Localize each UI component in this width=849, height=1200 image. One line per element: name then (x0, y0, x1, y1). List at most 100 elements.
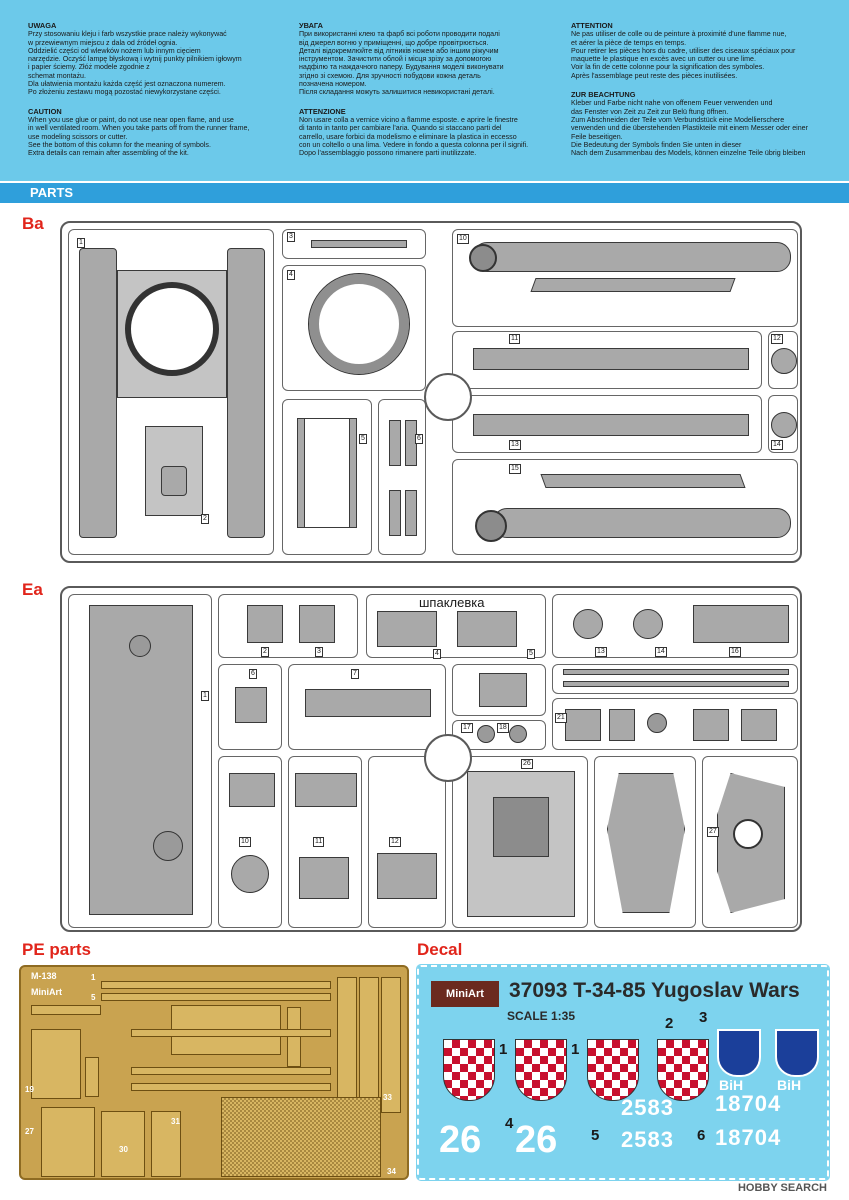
pe-long-strap (381, 977, 401, 1113)
pe-number: 33 (383, 1093, 392, 1102)
sprue-ea-cell-12: 12 (368, 756, 446, 928)
decal-brand-logo: MiniArt (431, 981, 499, 1007)
decal-mark-number: 1 (499, 1041, 508, 1058)
sprocket (469, 244, 497, 272)
turret-number: 26 (515, 1119, 558, 1161)
drum (231, 855, 269, 893)
round-hatch (771, 412, 797, 438)
pe-small-set (101, 1111, 145, 1177)
sprue-ba-cell-6: 6 (378, 399, 426, 555)
pe-number: 30 (119, 1145, 128, 1154)
part-number: 12 (389, 837, 401, 847)
decal-scale: SCALE 1:35 (507, 1009, 576, 1023)
part-number: 4 (287, 270, 295, 280)
rear-hatch (733, 819, 763, 849)
warning-title: ATTENTION (571, 21, 613, 30)
part-strip (297, 418, 305, 528)
pe-long-strap (337, 977, 357, 1113)
decal-mark-number: 5 (591, 1127, 600, 1144)
part-number: 2 (201, 514, 209, 524)
warning-title: UWAGA (28, 21, 57, 30)
part-small (405, 490, 417, 536)
turret-ring-part (308, 273, 410, 375)
part-number: 4 (433, 649, 441, 659)
warnings-column-3: ATTENTION Ne pas utiliser de colle ou de… (571, 21, 829, 168)
plate (377, 853, 437, 899)
track-guard (295, 773, 357, 807)
pe-long-strap (359, 977, 379, 1113)
pe-number: 1 (91, 973, 96, 982)
sprue-hub (424, 373, 472, 421)
part-number: 16 (729, 647, 741, 657)
hull-port (129, 635, 151, 657)
warnings-panel: UWAGA Przy stosowaniu kleju i farb wszys… (0, 0, 849, 181)
decal-label: Decal (417, 940, 463, 959)
part-number: 14 (655, 647, 667, 657)
sprue-ea-cell-16 (452, 664, 546, 716)
sprue-ea-cell-23 (594, 756, 696, 928)
warning-title: ZUR BEACHTUNG (571, 90, 636, 100)
sprue-ea-cell-17-18: 17 18 (452, 720, 546, 750)
croatian-shield-icon (443, 1039, 495, 1101)
pe-small-set (151, 1111, 181, 1177)
box (609, 709, 635, 741)
panel (377, 611, 437, 647)
rod (563, 669, 789, 675)
road-wheel (633, 609, 663, 639)
parts-header: PARTS (0, 183, 849, 203)
pe-strip (131, 1029, 331, 1037)
pe-strip (101, 981, 331, 989)
hatch-frame (479, 673, 527, 707)
sprue-ba-cell-15: 15 (452, 459, 798, 555)
pe-number: 34 (387, 1167, 396, 1176)
pe-code: M-138 (31, 971, 57, 981)
sprue-ba-cell-4: 4 (282, 265, 426, 391)
sprocket (475, 510, 507, 542)
fender-rail (493, 508, 791, 538)
sprue-ea-cell-hull-bottom: 1 (68, 594, 212, 928)
warning-text: Kleber und Farbe nicht nahe von offenem … (571, 99, 808, 158)
part-small (389, 490, 401, 536)
croatian-shield-icon (587, 1039, 639, 1101)
pe-grille (85, 1057, 99, 1097)
sprue-ba-cell-12: 12 (768, 331, 798, 389)
decal-title: 37093 T-34-85 Yugoslav Wars (509, 979, 800, 1002)
sprue-ea-cell-19-20 (552, 664, 798, 694)
pe-fret: M-138 MiniArt 1 5 19 27 30 31 33 34 (19, 965, 409, 1180)
warning-text: При використанні клею та фарб всі роботи… (299, 30, 504, 97)
sprue-ba-cell-13: 13 (452, 395, 762, 453)
part-number: 27 (707, 827, 719, 837)
part-number: 11 (509, 334, 521, 344)
panel (247, 605, 283, 643)
sprue-ba-cell-5: 5 (282, 399, 372, 555)
hull-side-right (227, 248, 265, 538)
plate (299, 857, 349, 899)
transmission-cover (305, 689, 431, 717)
pe-strip (131, 1083, 331, 1091)
registration-number: 18704 (715, 1091, 782, 1116)
part-number: 3 (315, 647, 323, 657)
rod (563, 681, 789, 687)
bih-text: BiH (719, 1077, 744, 1093)
turret-plate (607, 773, 685, 913)
periscope (477, 725, 495, 743)
panel (457, 611, 517, 647)
warning-title: CAUTION (28, 106, 62, 116)
pe-number: 27 (25, 1127, 34, 1136)
part-number: 3 (287, 232, 295, 242)
warning-text: When you use glue or paint, do not use n… (28, 115, 250, 158)
fender-rail (473, 242, 791, 272)
registration-number: 18704 (715, 1125, 782, 1150)
track-guard (229, 773, 275, 807)
hull-port (153, 831, 183, 861)
part-number: 6 (415, 434, 423, 444)
box (693, 709, 729, 741)
sprue-hub (424, 734, 472, 782)
pe-frame (41, 1107, 95, 1177)
croatian-shield-icon (657, 1039, 709, 1101)
warning-title: УВАГА (299, 21, 323, 30)
decal-mark-number: 1 (571, 1041, 580, 1058)
sprue-ea-frame: 1 2 3 шпаклевка 4 5 13 14 16 6 7 17 18 (60, 586, 802, 932)
sprue-ea-cell-27: 27 (702, 756, 798, 928)
periscope (509, 725, 527, 743)
